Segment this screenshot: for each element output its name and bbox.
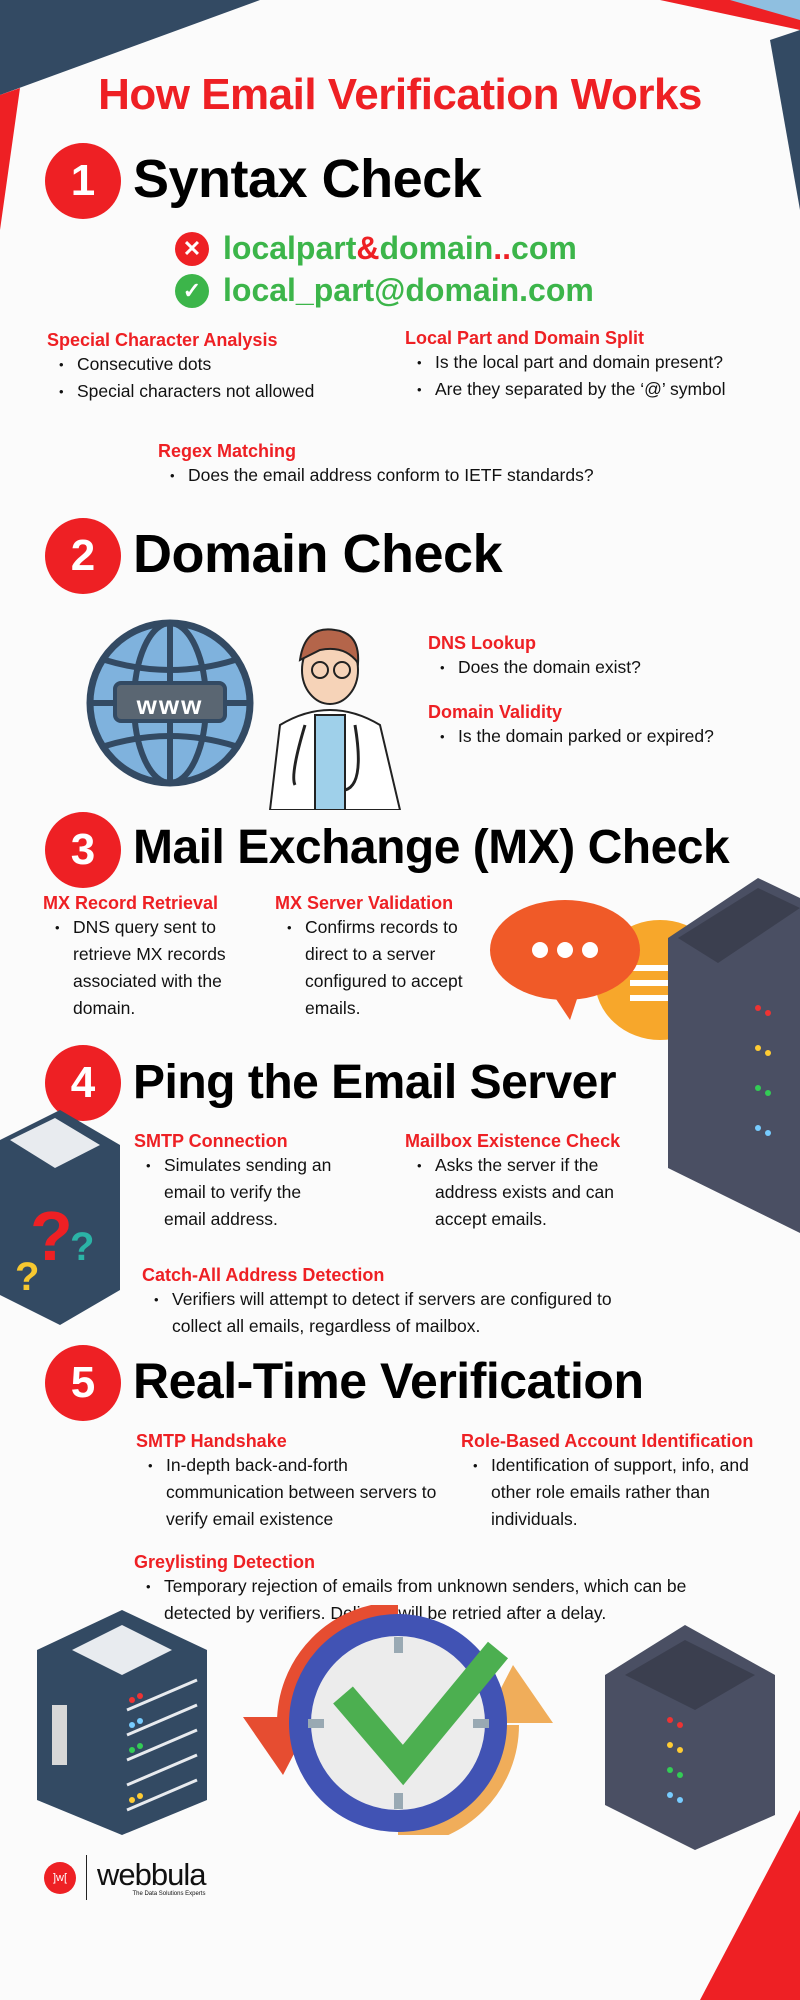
bullet: Simulates sending an email to verify the… xyxy=(134,1152,344,1233)
page-title: How Email Verification Works xyxy=(98,70,702,119)
subsection-title: DNS Lookup xyxy=(428,633,536,653)
logo-name: webbula xyxy=(97,1856,206,1892)
bullet: Identification of support, info, and oth… xyxy=(461,1452,791,1533)
logo-mark-icon: ]w[ xyxy=(44,1861,76,1894)
subsection-title: Domain Validity xyxy=(428,702,563,722)
bullet: In-depth back-and-forth communication be… xyxy=(136,1452,466,1533)
x-circle-icon: ✕ xyxy=(175,231,209,266)
subsection-title: Regex Matching xyxy=(158,441,297,461)
domain-validity: Domain Validity Is the domain parked or … xyxy=(428,702,714,750)
logo-tagline: The Data Solutions Experts xyxy=(132,1890,206,1897)
smtp-handshake: SMTP Handshake In-depth back-and-forth c… xyxy=(136,1431,466,1533)
email-error-char: & xyxy=(356,230,380,266)
bullet: Consecutive dots xyxy=(47,351,314,378)
section-heading-domain: Domain Check xyxy=(133,524,503,584)
regex-matching: Regex Matching Does the email address co… xyxy=(158,441,594,489)
subsection-title: Mailbox Existence Check xyxy=(405,1131,621,1151)
dns-lookup: DNS Lookup Does the domain exist? xyxy=(428,633,641,681)
server-question-icon: ? ? ? xyxy=(0,1110,120,1325)
bullet: Confirms records to direct to a server c… xyxy=(275,914,485,1022)
section-heading-mx: Mail Exchange (MX) Check xyxy=(133,821,730,874)
email-part: domain xyxy=(379,230,494,266)
server-stack-icon xyxy=(605,1625,775,1850)
step-number-3: 3 xyxy=(45,812,121,888)
step-number-2: 2 xyxy=(45,518,121,594)
bullet: Is the local part and domain present? xyxy=(405,349,725,376)
section-heading-ping: Ping the Email Server xyxy=(133,1056,617,1109)
doctor-illustration xyxy=(268,628,402,810)
email-error-char: .. xyxy=(493,230,512,266)
subsection-title: Local Part and Domain Split xyxy=(405,328,645,348)
bullet: Is the domain parked or expired? xyxy=(428,723,714,750)
step-number-4: 4 xyxy=(45,1045,121,1121)
bullet: DNS query sent to retrieve MX records as… xyxy=(43,914,263,1022)
subsection-title: Special Character Analysis xyxy=(47,330,278,350)
catch-all-detection: Catch-All Address Detection Verifiers wi… xyxy=(142,1265,662,1340)
globe-icon xyxy=(86,619,254,787)
special-character-analysis: Special Character Analysis Consecutive d… xyxy=(47,330,314,405)
bullet: Asks the server if the address exists an… xyxy=(405,1152,645,1233)
section-heading-realtime: Real-Time Verification xyxy=(133,1353,644,1409)
subsection-title: MX Server Validation xyxy=(275,893,454,913)
globe-label: www xyxy=(136,690,204,720)
clock-checkmark-icon xyxy=(243,1605,553,1835)
svg-text:?: ? xyxy=(30,1197,73,1275)
email-part: com xyxy=(511,230,577,266)
subsection-title: SMTP Handshake xyxy=(136,1431,287,1451)
mx-server-validation: MX Server Validation Confirms records to… xyxy=(275,893,485,1022)
webbula-logo: ]w[ webbula The Data Solutions Experts xyxy=(44,1855,206,1900)
subsection-title: Catch-All Address Detection xyxy=(142,1265,385,1285)
step-number-5: 5 xyxy=(45,1345,121,1421)
invalid-email-example: ✕ localpart&domain..com xyxy=(175,230,577,267)
subsection-title: MX Record Retrieval xyxy=(43,893,219,913)
mailbox-existence-check: Mailbox Existence Check Asks the server … xyxy=(405,1131,645,1233)
server-rack-icon xyxy=(668,878,800,1233)
svg-text:?: ? xyxy=(70,1225,94,1269)
bullet: Are they separated by the ‘@’ symbol xyxy=(405,376,725,403)
valid-email-example: ✓ local_part@domain.com xyxy=(175,272,594,309)
section-heading-syntax: Syntax Check xyxy=(133,149,482,209)
bullet: Does the domain exist? xyxy=(428,654,641,681)
mx-record-retrieval: MX Record Retrieval DNS query sent to re… xyxy=(43,893,263,1022)
subsection-title: SMTP Connection xyxy=(134,1131,288,1151)
smtp-connection: SMTP Connection Simulates sending an ema… xyxy=(134,1131,344,1233)
check-circle-icon: ✓ xyxy=(175,273,209,308)
local-part-domain-split: Local Part and Domain Split Is the local… xyxy=(405,328,725,403)
bullet: Does the email address conform to IETF s… xyxy=(158,462,594,489)
step-number-1: 1 xyxy=(45,143,121,219)
valid-email-text: local_part@domain.com xyxy=(223,272,594,308)
svg-text:?: ? xyxy=(15,1255,39,1299)
server-tower-icon xyxy=(37,1610,207,1835)
subsection-title: Role-Based Account Identification xyxy=(461,1431,754,1451)
bullet: Special characters not allowed xyxy=(47,378,314,405)
subsection-title: Greylisting Detection xyxy=(134,1552,316,1572)
role-based-identification: Role-Based Account Identification Identi… xyxy=(461,1431,791,1533)
email-part: localpart xyxy=(223,230,357,266)
bullet: Verifiers will attempt to detect if serv… xyxy=(142,1286,662,1340)
